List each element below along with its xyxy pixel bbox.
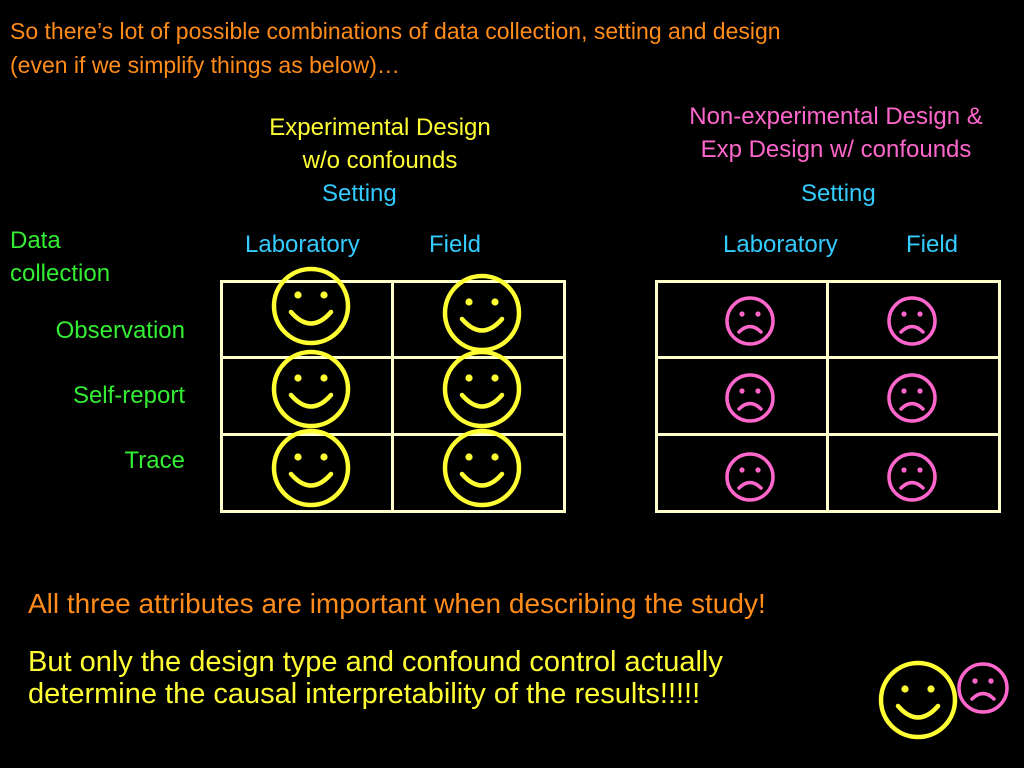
header-line-2: (even if we simplify things as below)… — [10, 52, 400, 78]
right-design-title: Non-experimental Design & Exp Design w/ … — [651, 100, 1021, 166]
data-collection-label: Data collection — [10, 224, 110, 290]
note-causal-line-1: But only the design type and confound co… — [28, 646, 723, 678]
right-grid-divider-vertical — [826, 280, 829, 513]
left-design-title-line-1: Experimental Design — [269, 114, 491, 141]
left-grid-divider-2 — [220, 433, 566, 436]
left-grid-divider-1 — [220, 356, 566, 359]
right-design-title-line-1: Non-experimental Design & — [689, 103, 983, 130]
smiley-icon — [442, 273, 522, 353]
right-col-laboratory: Laboratory — [723, 231, 838, 258]
data-collection-label-line-1: Data — [10, 227, 61, 254]
frowny-icon — [887, 373, 937, 423]
smiley-icon — [271, 428, 351, 508]
note-attributes: All three attributes are important when … — [28, 588, 766, 619]
smiley-icon — [271, 266, 351, 346]
right-design-title-line-2: Exp Design w/ confounds — [700, 136, 972, 163]
right-grid-divider-1 — [655, 356, 1001, 359]
left-design-title-line-2: w/o confounds — [302, 147, 458, 174]
frowny-icon — [887, 296, 937, 346]
frowny-icon — [887, 452, 937, 502]
right-grid-divider-2 — [655, 433, 1001, 436]
row-label-observation: Observation — [55, 317, 185, 344]
frowny-icon — [725, 373, 775, 423]
frowny-icon — [725, 296, 775, 346]
left-col-laboratory: Laboratory — [245, 231, 360, 258]
frowny-icon — [957, 662, 1009, 714]
data-collection-label-line-2: collection — [10, 260, 111, 287]
left-grid-divider-vertical — [391, 280, 394, 513]
note-causal: But only the design type and confound co… — [28, 646, 723, 710]
slide-header: So there’s lot of possible combinations … — [10, 14, 1010, 82]
right-setting-label: Setting — [801, 180, 876, 207]
smiley-icon — [878, 660, 958, 740]
left-design-title: Experimental Design w/o confounds — [230, 111, 530, 177]
row-label-self-report: Self-report — [72, 382, 185, 409]
left-col-field: Field — [429, 231, 482, 258]
row-label-trace: Trace — [124, 447, 185, 474]
frowny-icon — [725, 452, 775, 502]
header-line-1: So there’s lot of possible combinations … — [10, 18, 781, 44]
note-causal-line-2: determine the causal interpretability of… — [28, 678, 701, 710]
smiley-icon — [271, 349, 351, 429]
left-setting-label: Setting — [322, 180, 397, 207]
smiley-icon — [442, 428, 522, 508]
right-col-field: Field — [906, 231, 959, 258]
smiley-icon — [442, 349, 522, 429]
